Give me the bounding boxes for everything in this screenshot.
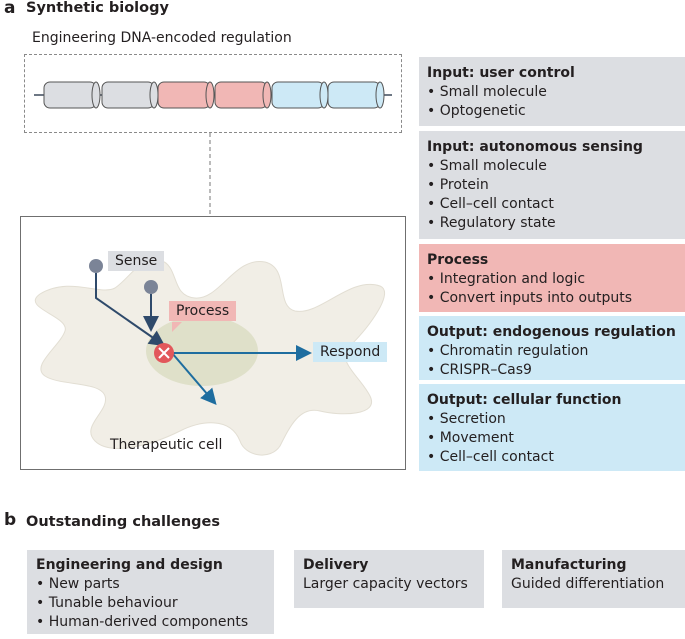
box-heading: Engineering and design — [36, 557, 223, 573]
dna-part-pink-2 — [214, 81, 272, 109]
input-autonomous-sensing-box: Input: autonomous sensing Small molecule… — [419, 131, 685, 239]
dna-to-cell-connector — [209, 133, 211, 217]
box-heading: Output: cellular function — [427, 392, 622, 408]
box-heading: Manufacturing — [511, 557, 627, 573]
output-arrow — [171, 352, 217, 406]
box-item: Cell–cell contact — [427, 448, 677, 467]
box-item: Regulatory state — [427, 214, 677, 233]
process-node-icon — [154, 343, 174, 363]
sense-label: Sense — [108, 251, 165, 271]
output-cellular-function-box: Output: cellular function Secretion Move… — [419, 384, 685, 471]
box-item: Cell–cell contact — [427, 195, 677, 214]
box-item: Protein — [427, 176, 677, 195]
cell-illustration — [34, 259, 386, 456]
box-heading: Delivery — [303, 557, 369, 573]
box-item: New parts — [36, 575, 265, 594]
dna-construct-diagram — [34, 81, 392, 109]
box-item: CRISPR–Cas9 — [427, 361, 677, 380]
box-text: Guided differentiation — [511, 576, 665, 592]
box-item: Human-derived components — [36, 613, 265, 632]
signal-molecule-2 — [144, 280, 158, 294]
panel-a-letter: a — [4, 0, 16, 18]
box-item: Secretion — [427, 410, 677, 429]
box-heading: Input: user control — [427, 65, 575, 81]
dna-part-gray-2 — [101, 81, 159, 109]
output-endogenous-regulation-box: Output: endogenous regulation Chromatin … — [419, 316, 685, 380]
engineering-and-design-box: Engineering and design New parts Tunable… — [27, 550, 274, 634]
process-label: Process — [169, 301, 237, 321]
panel-b-title: Outstanding challenges — [26, 514, 220, 530]
box-heading: Input: autonomous sensing — [427, 139, 643, 155]
input-user-control-box: Input: user control Small molecule Optog… — [419, 57, 685, 126]
sense-arrow-1 — [95, 273, 166, 347]
delivery-box: Delivery Larger capacity vectors — [294, 550, 484, 608]
box-item: Movement — [427, 429, 677, 448]
process-box: Process Integration and logic Convert in… — [419, 244, 685, 312]
box-item: Small molecule — [427, 83, 677, 102]
panel-b-letter: b — [4, 510, 17, 530]
box-item: Integration and logic — [427, 270, 677, 289]
respond-label: Respond — [313, 342, 388, 362]
panel-a-subtitle: Engineering DNA-encoded regulation — [32, 30, 292, 46]
dna-part-pink-1 — [157, 81, 215, 109]
cell-caption: Therapeutic cell — [110, 437, 223, 453]
dna-part-gray-1 — [43, 81, 101, 109]
dna-part-blue-1 — [271, 81, 329, 109]
box-heading: Process — [427, 252, 489, 268]
box-item: Small molecule — [427, 157, 677, 176]
signal-molecule-1 — [89, 259, 103, 273]
box-heading: Output: endogenous regulation — [427, 324, 676, 340]
box-text: Larger capacity vectors — [303, 576, 468, 592]
therapeutic-cell-box — [20, 216, 406, 470]
box-item: Convert inputs into outputs — [427, 289, 677, 308]
box-item: Chromatin regulation — [427, 342, 677, 361]
process-callout-pointer — [172, 322, 182, 332]
panel-a-title: Synthetic biology — [26, 0, 169, 16]
dna-part-blue-2 — [327, 81, 385, 109]
manufacturing-box: Manufacturing Guided differentiation — [502, 550, 685, 608]
box-item: Tunable behaviour — [36, 594, 265, 613]
box-item: Optogenetic — [427, 102, 677, 121]
dna-construct-box — [24, 54, 402, 133]
nucleus — [146, 316, 258, 386]
